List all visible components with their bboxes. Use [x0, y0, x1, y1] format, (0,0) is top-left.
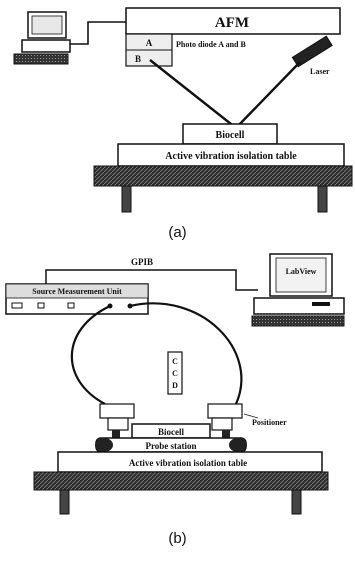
caption-a: (a) [168, 224, 187, 241]
table-leg-right [317, 185, 328, 213]
data-cable [70, 21, 128, 45]
afm-head [125, 7, 341, 35]
ccd-camera: C C D [167, 351, 183, 395]
gpib-cable [45, 269, 258, 291]
laser-icon [291, 35, 333, 68]
table-b-leg-left [59, 489, 70, 515]
panel-b: GPIB Source Measurement Unit LabView [5, 253, 345, 515]
positioner-right [207, 403, 243, 438]
isolation-table-b-label: Active vibration isolation table [129, 458, 247, 468]
probe-station-label: Probe station [145, 441, 196, 451]
table-b-leg-right [291, 489, 302, 515]
laser-beam [149, 59, 301, 130]
positioner-label: Positioner [252, 418, 287, 427]
biocell-b-label: Biocell [158, 427, 184, 437]
laser-label: Laser [310, 67, 330, 76]
table-leg-left [121, 185, 132, 213]
probe-wire-right [129, 302, 243, 405]
computer-icon [13, 11, 71, 65]
isolation-table-label: Active vibration isolation table [165, 151, 297, 162]
ccd-letter-1: C [172, 357, 178, 366]
table-b-slab [33, 471, 329, 491]
ccd-letter-3: D [172, 381, 178, 390]
labview-label: LabView [286, 267, 317, 276]
photodiode: A B [125, 33, 173, 67]
probe-wire-left [70, 305, 111, 405]
smu-label: Source Measurement Unit [32, 287, 122, 296]
panel-a: AFM A B Photo diode A and B Laser Biocel… [13, 7, 353, 213]
afm-label: AFM [215, 15, 249, 31]
labview-computer-icon: LabView [251, 253, 345, 327]
photodiode-a-label: A [146, 38, 153, 48]
biocell-label: Biocell [216, 130, 245, 141]
gpib-label: GPIB [131, 257, 153, 267]
caption-b: (b) [168, 530, 187, 547]
ccd-letter-2: C [172, 369, 178, 378]
photodiode-caption: Photo diode A and B [176, 40, 246, 49]
positioner-left [99, 403, 135, 438]
table-slab [93, 165, 353, 187]
source-measurement-unit: Source Measurement Unit [5, 283, 149, 315]
photodiode-b-label: B [135, 54, 141, 64]
